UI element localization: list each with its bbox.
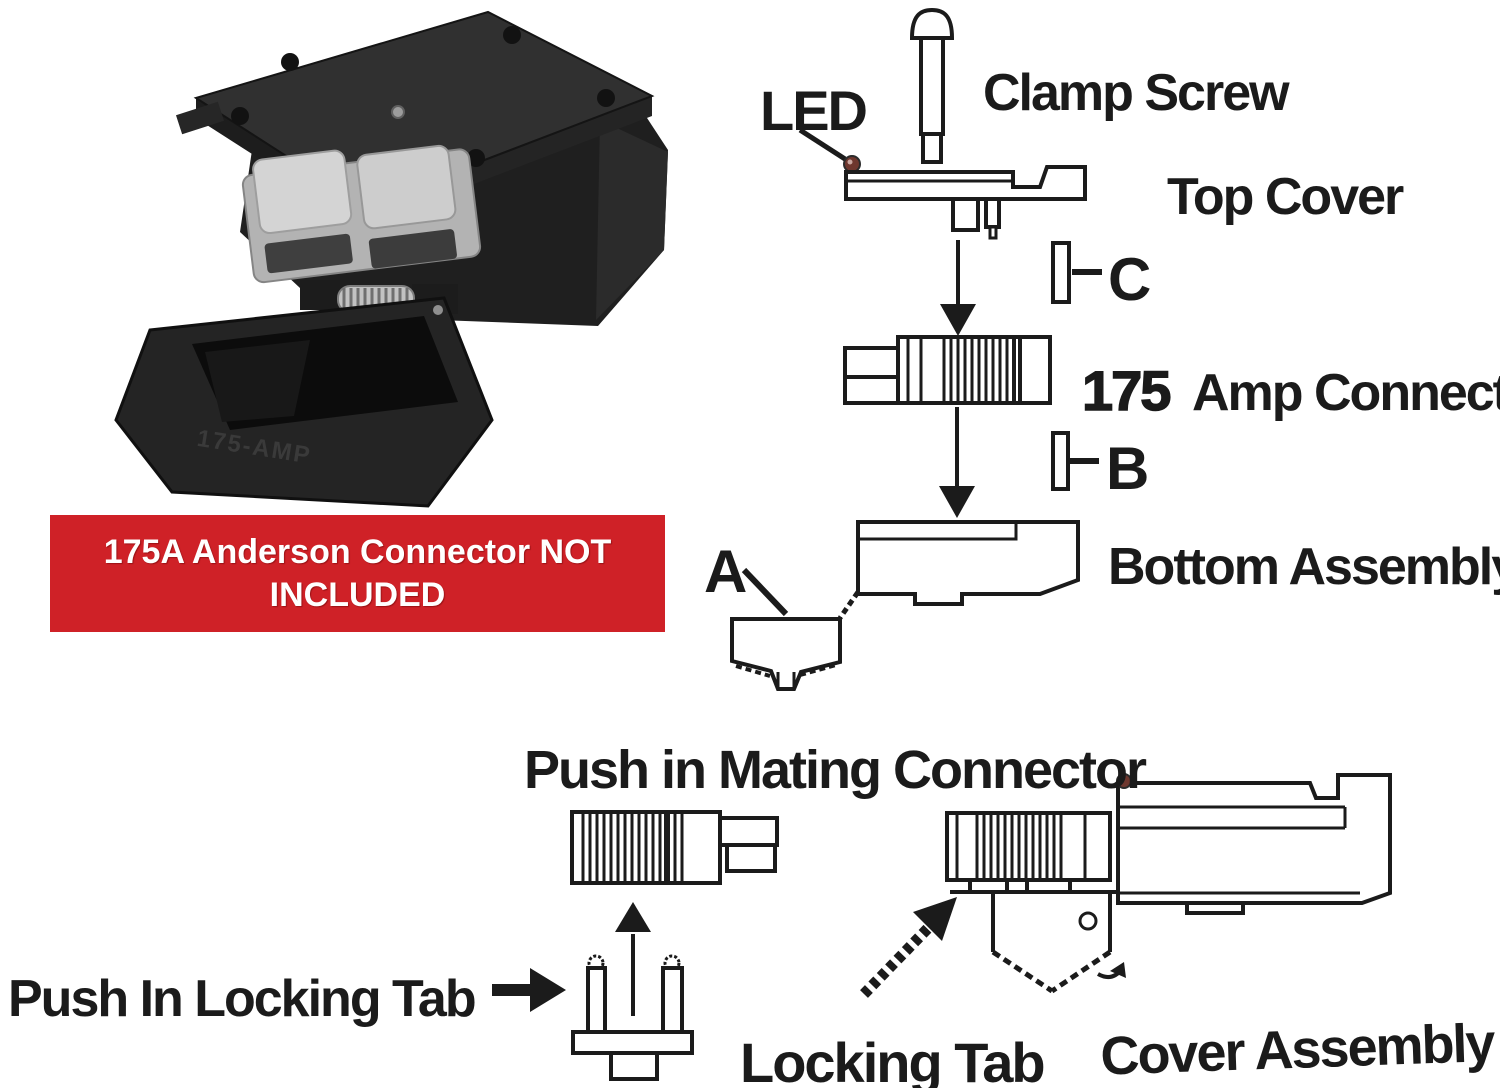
cover-assembly-label: Cover Assembly <box>1099 1013 1496 1087</box>
down-arrow-2 <box>939 407 975 518</box>
a-leader-line <box>741 567 789 617</box>
top-cover-label: Top Cover <box>1167 168 1404 226</box>
amp-connector-label: Amp Connector <box>1192 364 1500 422</box>
photo-latch-tab <box>175 101 225 135</box>
flap-mini-arrow <box>1110 962 1126 978</box>
banner-line-1: 175A Anderson Connector NOT <box>103 533 612 571</box>
led-label: LED <box>760 79 867 142</box>
big-diagonal-arrow <box>860 897 957 998</box>
mating-connector-drawing <box>570 810 779 885</box>
down-arrow-1 <box>940 240 976 336</box>
b-label: B <box>1106 435 1147 502</box>
banner-line-2: INCLUDED <box>269 575 446 614</box>
led-leader-line <box>798 127 847 162</box>
led-dot-highlight <box>847 159 853 165</box>
bottom-assembly-drawing <box>837 520 1080 620</box>
photo-center-screw <box>391 105 405 119</box>
c-callout <box>1051 241 1102 304</box>
led-dot <box>843 155 861 173</box>
photo-screw-holes <box>231 26 615 167</box>
photo-grey-connector <box>241 144 482 284</box>
locking-tab-drawing <box>571 954 694 1081</box>
not-included-banner: 175A Anderson Connector NOT INCLUDED <box>50 515 665 632</box>
product-photo: 175-AMP <box>114 10 668 508</box>
photo-open-lid: 175-AMP <box>114 296 494 508</box>
photo-body-side <box>596 120 668 320</box>
hinge-jag-line <box>837 590 861 620</box>
a-label: A <box>704 538 746 605</box>
top-cover-drawing <box>844 165 1087 240</box>
cover-flap <box>991 893 1126 994</box>
locking-tab-label: Locking Tab <box>740 1031 1044 1088</box>
cover-assembly-drawing <box>945 773 1392 994</box>
clamp-screw-drawing <box>909 7 955 164</box>
up-arrow <box>615 902 651 1016</box>
clamp-screw-label: Clamp Screw <box>983 64 1290 122</box>
a-part-drawing <box>730 617 842 691</box>
push-right-arrow <box>492 968 566 1012</box>
photo-hinge-bolt <box>433 305 443 315</box>
c-label: C <box>1108 246 1150 313</box>
amp-connector-number: 175 <box>1082 359 1170 422</box>
bottom-assembly-label: Bottom Assembly <box>1108 538 1500 596</box>
push-mating-label: Push in Mating Connector <box>524 740 1147 800</box>
amp-connector-drawing <box>843 335 1052 405</box>
push-locking-label: Push In Locking Tab <box>8 970 475 1028</box>
cover-led-dot <box>1116 773 1132 789</box>
b-callout <box>1051 431 1099 491</box>
